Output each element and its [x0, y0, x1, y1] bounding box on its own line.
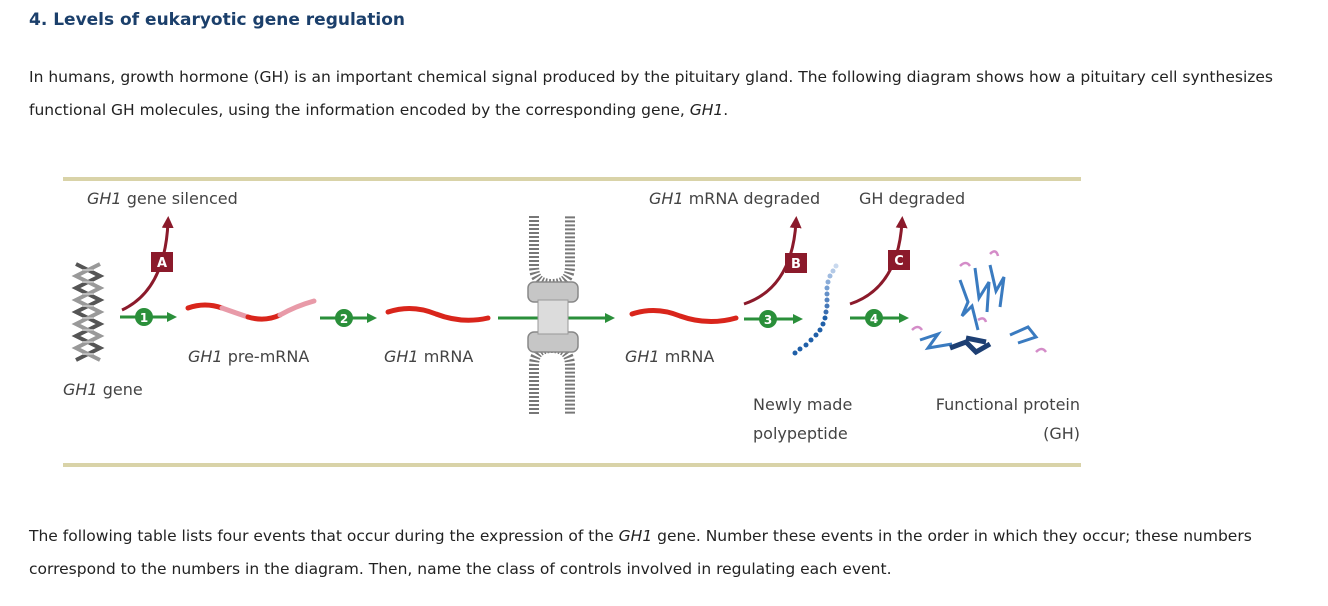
step-1-arrow: [120, 308, 177, 326]
control-a-letter: A: [157, 256, 167, 271]
step-2-arrow: [320, 309, 377, 327]
mrna-label-2: GH1 mRNA: [625, 347, 715, 366]
gene-silenced-label: GH1 gene silenced: [87, 189, 238, 208]
step-1-number: 1: [140, 311, 148, 325]
polypeptide-chain-icon: [792, 263, 839, 356]
mrna-degraded-label: GH1 mRNA degraded: [649, 189, 821, 208]
functional-protein-icon: [911, 250, 1048, 356]
gh-degraded-label: GH degraded: [859, 189, 966, 208]
step-4-arrow: [850, 309, 909, 327]
followup-paragraph: The following table lists four events th…: [29, 520, 1314, 586]
bottom-rule: [63, 463, 1081, 467]
followup-text-1: The following table lists four events th…: [29, 527, 619, 545]
intro-text: In humans, growth hormone (GH) is an imp…: [29, 68, 1274, 119]
gene-regulation-diagram: 1 2 3 4 A B C: [0, 170, 1328, 475]
followup-gene: GH1: [618, 527, 653, 545]
diagram-svg: 1 2 3 4 A B C: [71, 216, 1048, 414]
step-4-number: 4: [870, 312, 878, 326]
step-3-arrow: [744, 310, 803, 328]
pre-mrna-strand-icon: [185, 298, 317, 322]
nuclear-pore-icon: [527, 216, 579, 414]
control-b-letter: B: [791, 257, 801, 272]
intro-end: .: [723, 101, 729, 119]
dna-helix-icon: [71, 262, 105, 362]
control-c-arrow: [849, 216, 910, 306]
control-c-letter: C: [894, 254, 904, 269]
mrna-label-1: GH1 mRNA: [384, 347, 474, 366]
intro-gene: GH1: [689, 101, 724, 119]
control-a-arrow: [121, 216, 174, 312]
step-2-number: 2: [340, 312, 348, 326]
step-3-number: 3: [764, 313, 772, 327]
gene-label: GH1 gene: [63, 380, 143, 399]
control-b-arrow: [743, 216, 807, 306]
mrna-strand-2-icon: [629, 308, 739, 324]
followup-text-2: gene. Number these events in the order i…: [29, 527, 1252, 578]
pre-mrna-label: GH1 pre-mRNA: [188, 347, 310, 366]
intro-paragraph: In humans, growth hormone (GH) is an imp…: [29, 61, 1314, 127]
page-heading: 4. Levels of eukaryotic gene regulation: [29, 10, 406, 30]
top-rule: [63, 177, 1081, 181]
protein-label: Functional protein(GH): [935, 395, 1080, 443]
mrna-strand-icon: [385, 306, 491, 323]
